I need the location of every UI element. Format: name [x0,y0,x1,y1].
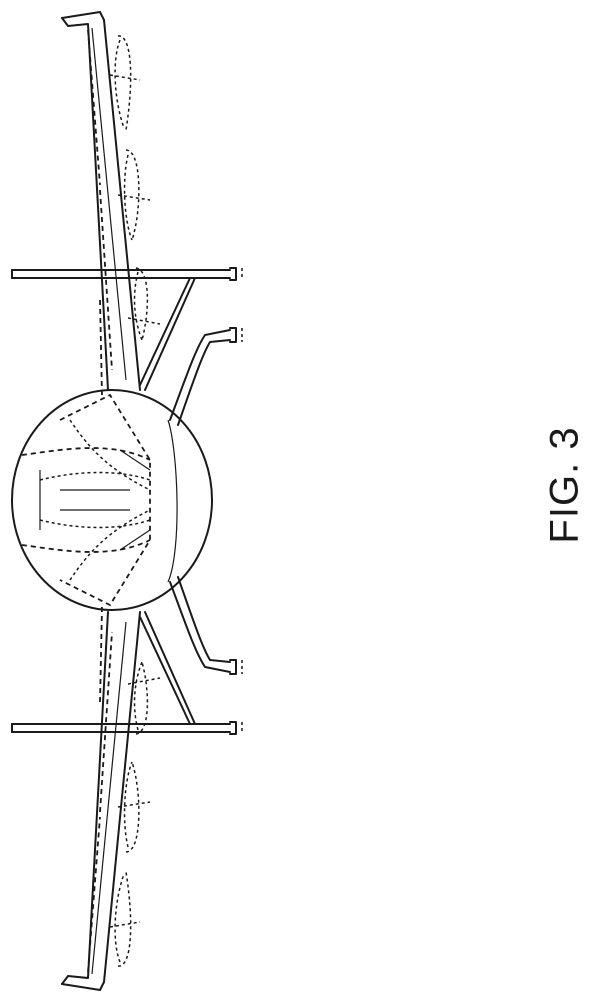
figure-caption: FIG. 3 [543,426,588,543]
upper-landing-leg [170,328,242,425]
lower-landing-leg [170,577,242,674]
lower-strut [12,612,242,734]
upper-strut [12,268,242,390]
fuselage [12,390,212,610]
